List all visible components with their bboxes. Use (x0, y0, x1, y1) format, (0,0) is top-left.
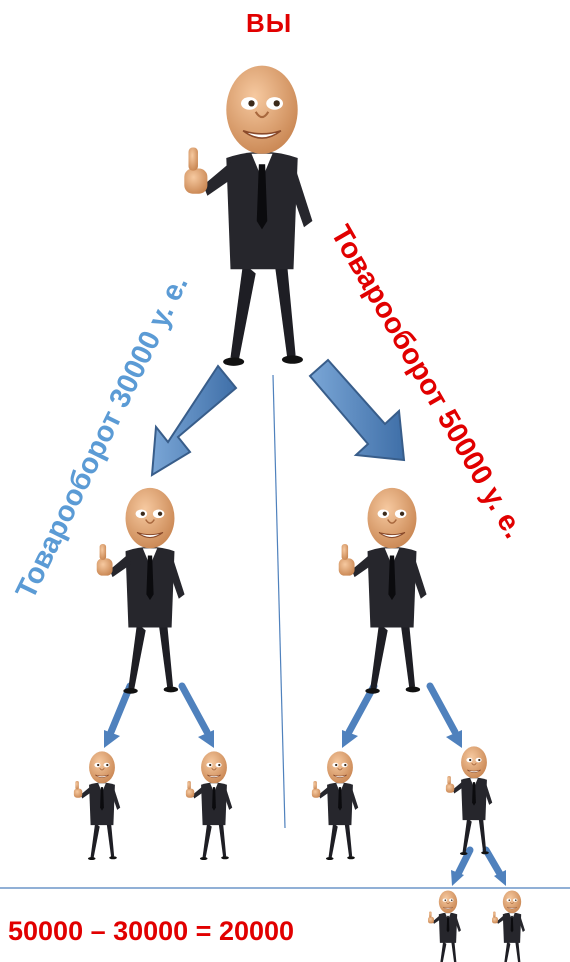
small-arrows (107, 682, 504, 878)
businessman-level1-left (96, 487, 186, 695)
businessman-level2-1 (73, 750, 121, 861)
businessman-level1-right (338, 487, 428, 695)
divider-line (272, 374, 286, 829)
businessman-level2-3 (311, 750, 359, 861)
businessman-level3-2 (491, 890, 526, 962)
businessman-you (183, 64, 314, 367)
businessman-level2-2 (185, 750, 233, 861)
small-arrow-heads (104, 730, 506, 886)
businessman-level3-1 (427, 890, 462, 962)
businessman-level2-4 (445, 745, 493, 856)
big-arrow-right (308, 358, 406, 462)
big-arrow-left (150, 364, 238, 477)
difference-formula: 50000 – 30000 = 20000 (8, 916, 295, 946)
you-label: ВЫ (246, 8, 293, 38)
